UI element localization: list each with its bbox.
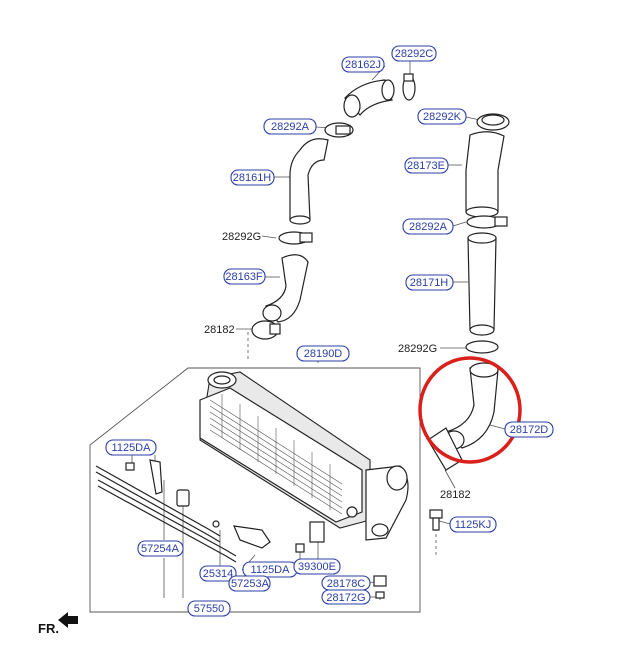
label-28178C[interactable]: 28178C [321, 575, 371, 591]
label-28190D[interactable]: 28190D [296, 345, 350, 362]
label-28182-left[interactable]: 28182 [204, 324, 235, 336]
svg-text:39300E: 39300E [298, 561, 336, 573]
label-57254A[interactable]: 57254A [137, 540, 184, 557]
plug-28178C [373, 575, 387, 587]
svg-text:57550: 57550 [194, 603, 225, 615]
svg-text:28163F: 28163F [225, 271, 263, 283]
svg-text:28292K: 28292K [423, 111, 462, 123]
label-28172G[interactable]: 28172G [321, 589, 371, 605]
svg-text:28190D: 28190D [304, 348, 343, 360]
svg-text:28173E: 28173E [407, 160, 445, 172]
svg-text:28162J: 28162J [345, 59, 381, 71]
bracket-1125DA-top [125, 459, 163, 495]
label-1125KJ[interactable]: 1125KJ [449, 516, 497, 533]
sensor-39300E [295, 521, 325, 553]
label-28292K[interactable]: 28292K [417, 108, 467, 125]
clip-57254A [176, 489, 190, 507]
label-57253A[interactable]: 57253A [228, 575, 271, 592]
front-label: FR. [38, 621, 59, 636]
bracket-25314 [212, 520, 271, 549]
intercooler-core [199, 371, 409, 541]
bolt-1125KJ [429, 509, 443, 531]
svg-text:28178C: 28178C [327, 578, 366, 590]
label-28173E[interactable]: 28173E [404, 157, 449, 174]
label-28161H[interactable]: 28161H [230, 169, 275, 186]
svg-text:57254A: 57254A [141, 543, 180, 555]
radiator-fins [209, 394, 343, 515]
hose-28172D [443, 362, 499, 450]
highlight-circle [418, 356, 522, 464]
assembly-boundary-box [89, 367, 421, 613]
svg-text:28292A: 28292A [271, 121, 310, 133]
hose-28162J [343, 79, 395, 118]
pipe-28171H [467, 232, 497, 336]
label-1125DA-top[interactable]: 1125DA [105, 439, 157, 456]
label-28292G-right[interactable]: 28292G [398, 343, 437, 355]
hose-28173E [465, 131, 505, 218]
label-28292A-right[interactable]: 28292A [402, 218, 454, 235]
clamp-28292A-right [466, 215, 508, 229]
bolt-28172G [375, 591, 385, 599]
clamp-28292C [402, 73, 416, 101]
svg-text:1125DA: 1125DA [251, 564, 291, 576]
svg-text:28292A: 28292A [409, 221, 448, 233]
svg-text:28172D: 28172D [510, 424, 549, 436]
svg-text:1125DA: 1125DA [112, 442, 152, 454]
svg-text:28172G: 28172G [326, 592, 365, 604]
front-direction-marker: FR. [38, 612, 78, 636]
label-28171H[interactable]: 28171H [405, 274, 454, 291]
label-39300E[interactable]: 39300E [293, 558, 341, 575]
label-28162J[interactable]: 28162J [341, 56, 385, 73]
label-28172D[interactable]: 28172D [504, 421, 554, 438]
label-1125DA-bottom[interactable]: 1125DA [242, 561, 298, 578]
label-28292C[interactable]: 28292C [391, 45, 437, 62]
svg-text:25314: 25314 [203, 568, 234, 580]
label-28163F[interactable]: 28163F [223, 268, 266, 285]
clamp-28292K [476, 113, 510, 131]
clamp-28292A-top [324, 122, 354, 138]
label-57550[interactable]: 57550 [187, 600, 231, 617]
svg-text:28161H: 28161H [233, 172, 272, 184]
bracket-rods-57254A [95, 465, 237, 563]
front-arrow-icon [58, 612, 78, 628]
svg-text:57253A: 57253A [231, 578, 270, 590]
svg-text:28292C: 28292C [395, 48, 434, 60]
clamp-28292G-right [465, 340, 499, 354]
label-28292A-top[interactable]: 28292A [263, 118, 317, 135]
hose-28163F [262, 254, 309, 323]
clamp-28292G-left [278, 231, 313, 245]
svg-text:1125KJ: 1125KJ [455, 519, 492, 531]
label-28292G-left[interactable]: 28292G [222, 231, 261, 243]
hose-28161H [289, 138, 329, 225]
svg-text:28171H: 28171H [410, 277, 449, 289]
label-28182-right[interactable]: 28182 [440, 489, 471, 501]
label-25314[interactable]: 25314 [199, 565, 237, 582]
clamp-28182-left [251, 320, 281, 340]
